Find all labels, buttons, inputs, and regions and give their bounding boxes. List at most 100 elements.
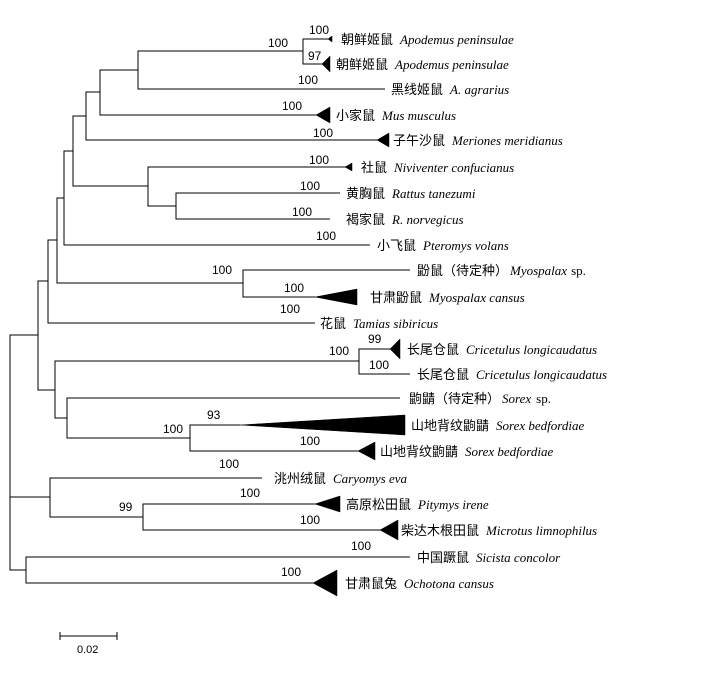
- tip-label: 小飞鼠 Pteromys volans: [377, 238, 509, 254]
- latin-name: Apodemus peninsulae: [399, 32, 514, 47]
- support-value: 100: [268, 36, 288, 50]
- tip-label: 黄胸鼠 Rattus tanezumi: [346, 186, 476, 202]
- chinese-name: 朝鲜姬鼠: [341, 33, 393, 48]
- latin-name: Meriones meridianus: [451, 133, 563, 148]
- tip-label: 褐家鼠 R. norvegicus: [346, 212, 464, 228]
- latin-name: Mus musculus: [381, 108, 456, 123]
- branch-root: [9, 334, 50, 571]
- support-value: 100: [300, 513, 320, 527]
- support-value: 100: [240, 486, 260, 500]
- tip-label: 长尾仓鼠 Cricetulus longicaudatus: [417, 367, 607, 383]
- latin-name: Apodemus peninsulae: [394, 57, 509, 72]
- latin-name: Caryomys eva: [333, 471, 408, 486]
- tip-label: 高原松田鼠 Pitymys irene: [346, 497, 489, 513]
- support-values: 100 97 100 100 100 100 100 100 100 100 1…: [119, 23, 389, 579]
- support-value: 100: [298, 73, 318, 87]
- support-value: 100: [309, 23, 329, 37]
- tip-label: 洮州绒鼠 Caryomys eva: [274, 471, 408, 487]
- tip-label: 花鼠 Tamias sibiricus: [320, 316, 438, 332]
- support-value: 100: [163, 422, 183, 436]
- scale-bar-line: [59, 632, 118, 640]
- latin-name: Cricetulus longicaudatus: [476, 367, 607, 382]
- latin-name: R. norvegicus: [391, 212, 463, 227]
- tip-label: 朝鲜姬鼠 Apodemus peninsulae: [341, 32, 514, 48]
- support-value: 100: [219, 457, 239, 471]
- chinese-name: 山地背纹鼩鼱: [380, 445, 458, 460]
- support-value: 100: [316, 229, 336, 243]
- chinese-name: 褐家鼠: [346, 212, 385, 228]
- chinese-name: 甘肃鼠兔: [345, 577, 397, 592]
- chinese-name: 小家鼠: [336, 108, 375, 124]
- collapsed-clade-triangle: [376, 132, 390, 148]
- scale-bar-label: 0.02: [77, 644, 98, 656]
- latin-name: Sorex: [502, 391, 531, 406]
- chinese-name: 长尾仓鼠: [417, 368, 469, 383]
- latin-name: Pitymys irene: [417, 497, 489, 512]
- support-value: 100: [300, 179, 320, 193]
- tip-label: 山地背纹鼩鼱 Sorex bedfordiae: [411, 418, 584, 434]
- tip-label: 甘肃鼠兔 Ochotona cansus: [345, 576, 494, 592]
- support-value: 100: [300, 434, 320, 448]
- collapsed-clade-triangle: [314, 288, 358, 306]
- latin-name: Niviventer confucianus: [393, 160, 514, 175]
- scale-bar: 0.02: [59, 632, 118, 656]
- collapsed-clade-triangle: [312, 569, 338, 597]
- chinese-name: 黄胸鼠: [346, 187, 385, 202]
- collapsed-clade-triangle: [315, 106, 331, 124]
- tip-label: 鼢鼠（待定种）Myospalax sp.: [417, 263, 586, 279]
- chinese-name: 花鼠: [320, 316, 346, 332]
- latin-name: Sorex bedfordiae: [496, 418, 584, 433]
- tip-label: 小家鼠 Mus musculus: [336, 108, 456, 124]
- collapsed-clades: [239, 35, 406, 597]
- species-abbrev: sp.: [571, 263, 586, 278]
- tree-branches: [9, 38, 410, 584]
- latin-name: Cricetulus longicaudatus: [466, 342, 597, 357]
- chinese-name: 甘肃鼢鼠: [370, 291, 422, 306]
- chinese-name: 洮州绒鼠: [274, 472, 326, 487]
- latin-name: Tamias sibiricus: [353, 316, 438, 331]
- support-value: 100: [329, 344, 349, 358]
- chinese-name: 山地背纹鼩鼱: [411, 419, 489, 434]
- chinese-name: 社鼠: [361, 160, 387, 176]
- support-value: 99: [368, 332, 382, 346]
- support-value: 99: [119, 500, 133, 514]
- tip-label: 山地背纹鼩鼱 Sorex bedfordiae: [380, 444, 553, 460]
- support-value: 100: [212, 263, 232, 277]
- support-value: 100: [351, 539, 371, 553]
- collapsed-clade-triangle: [379, 519, 399, 541]
- collapsed-clade-triangle: [357, 441, 376, 461]
- tip-label: 社鼠 Niviventer confucianus: [361, 160, 514, 176]
- collapsed-clade-triangle: [389, 338, 401, 360]
- latin-name: Myospalax: [509, 263, 567, 278]
- latin-name: A. agrarius: [449, 82, 509, 97]
- chinese-name: 鼢鼠（待定种）: [417, 264, 508, 279]
- support-value: 100: [280, 302, 300, 316]
- chinese-name: 高原松田鼠: [346, 497, 411, 513]
- chinese-name: 长尾仓鼠: [407, 343, 459, 358]
- chinese-name: 柴达木根田鼠: [401, 524, 479, 539]
- support-value: 100: [309, 153, 329, 167]
- chinese-name: 小飞鼠: [377, 239, 416, 254]
- latin-name: Sicista concolor: [476, 550, 561, 565]
- collapsed-clade-triangle: [239, 414, 406, 436]
- collapsed-clade-triangle: [314, 495, 341, 513]
- support-value: 93: [207, 408, 221, 422]
- collapsed-clade-triangle: [327, 35, 333, 43]
- latin-name: Pteromys volans: [422, 238, 509, 253]
- tip-label: 朝鲜姬鼠 Apodemus peninsulae: [336, 57, 509, 73]
- support-value: 100: [369, 358, 389, 372]
- latin-name: Sorex bedfordiae: [465, 444, 553, 459]
- latin-name: Rattus tanezumi: [391, 186, 476, 201]
- chinese-name: 朝鲜姬鼠: [336, 58, 388, 73]
- support-value: 100: [284, 281, 304, 295]
- latin-name: Ochotona cansus: [404, 576, 494, 591]
